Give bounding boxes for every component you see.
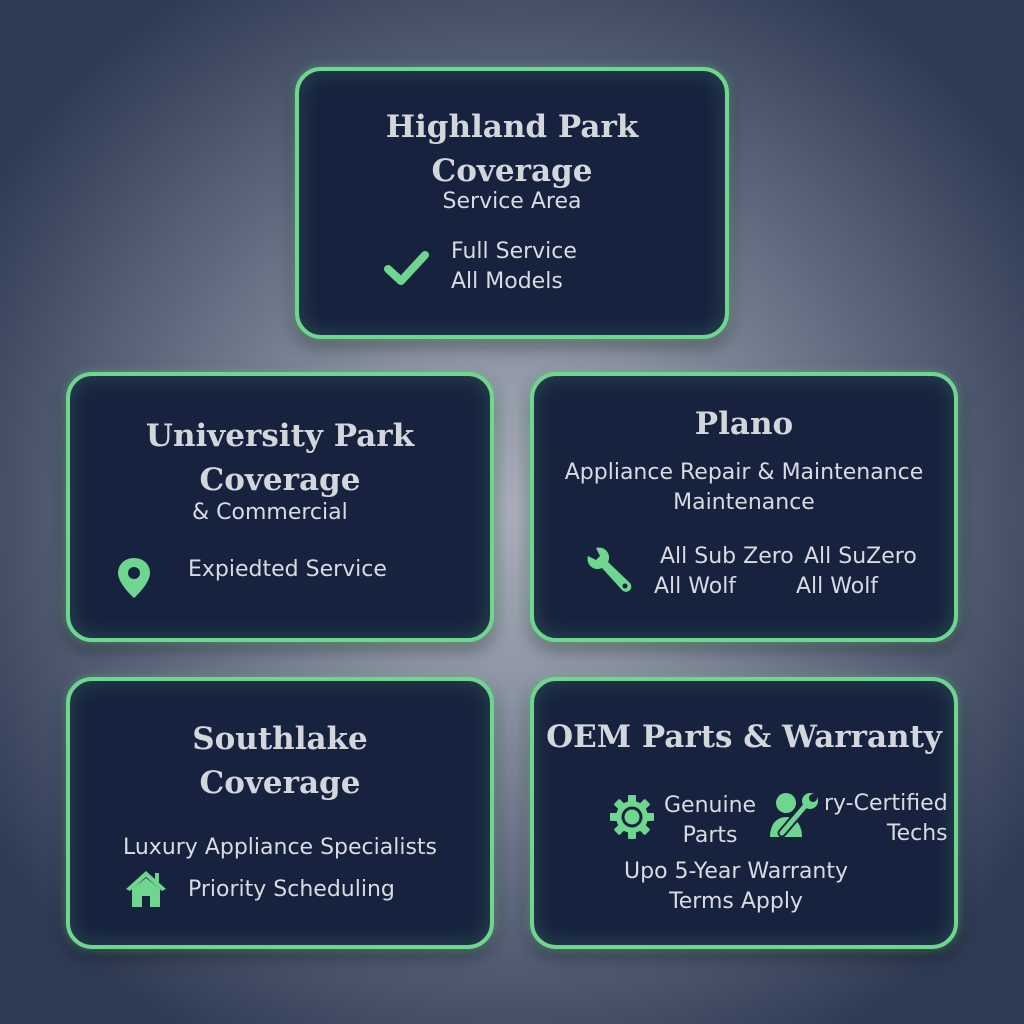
feature-column-1: All Sub Zero All Wolf [654,542,794,602]
card-title: OEM Parts & Warranty [546,719,942,755]
title-line-1: Southlake [192,721,368,757]
title-line-2: Coverage [199,462,361,498]
title-line-1: Highland Park [385,109,639,145]
card-title: Plano [694,406,794,442]
feature-line: Techs [886,821,948,846]
technician-wrench-icon [768,791,822,839]
feature-text: Expiedted Service [188,557,387,582]
feature-a-text: Genuine Parts [664,791,756,851]
card-subtitle: & Commercial [192,500,348,525]
warranty-line: Terms Apply [669,889,803,914]
wrench-icon [584,546,634,596]
plano-card: Plano Appliance Repair & Maintenance Mai… [530,372,958,642]
card-title: University Park Coverage [70,414,490,502]
southlake-card: Southlake Coverage Luxury Appliance Spec… [66,677,494,949]
feature-line: Full Service [451,239,577,264]
feature-line: All Models [451,269,563,294]
feature-text: Full Service All Models [451,237,577,297]
feature-line: All Sub Zero [660,544,794,569]
card-subtitle: Service Area [442,189,582,214]
card-title: Southlake Coverage [70,717,490,805]
feature-line: ry-Certified [824,791,948,816]
gear-icon [608,793,656,841]
warranty-line: Upo 5-Year Warranty [624,859,849,884]
feature-line: Genuine [664,793,757,818]
subtitle-line: Maintenance [673,490,815,515]
feature-b-text: ry-Certified Techs [824,789,948,849]
house-icon [124,869,168,909]
title-line-2: Coverage [431,153,593,189]
feature-column-2: All SuZero All Wolf [796,542,917,602]
title-line-2: Coverage [199,765,361,801]
checkmark-icon [383,249,431,289]
title-line-1: University Park [145,418,415,454]
feature-line: All SuZero [804,544,917,569]
highland-park-card: Highland Park Coverage Service Area Full… [295,67,729,339]
university-park-card: University Park Coverage & Commercial Ex… [66,372,494,642]
card-title: Highland Park Coverage [299,105,725,193]
feature-line: All Wolf [796,574,879,599]
map-pin-icon [116,556,152,600]
subtitle-line: Appliance Repair & Maintenance [564,460,924,485]
warranty-text: Upo 5-Year Warranty Terms Apply [624,857,848,917]
oem-parts-warranty-card: OEM Parts & Warranty Genuine Parts [530,677,958,949]
card-subtitle: Appliance Repair & Maintenance Maintenan… [534,458,954,518]
feature-line: All Wolf [654,574,737,599]
feature-line: Parts [682,823,738,848]
card-subtitle: Luxury Appliance Specialists [122,835,437,860]
feature-text: Priority Scheduling [188,877,395,902]
